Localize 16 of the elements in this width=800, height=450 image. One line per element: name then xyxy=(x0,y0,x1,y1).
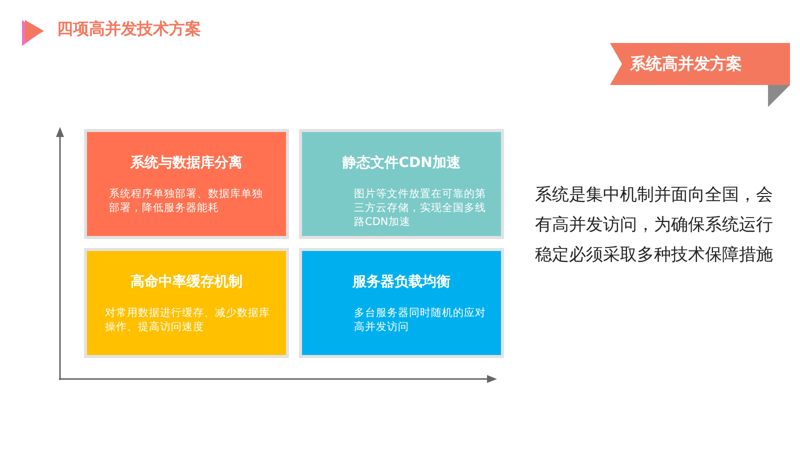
card-box xyxy=(84,129,289,239)
banner-text: 系统高并发方案 xyxy=(630,54,742,75)
card-box xyxy=(84,248,289,358)
card-description: 多台服务器同时随机的应对高并发访问 xyxy=(354,306,487,334)
card-description: 系统程序单独部署、数据库单独部署，降低服务器能耗 xyxy=(109,187,264,215)
card-box xyxy=(299,248,504,358)
card-heading: 系统与数据库分离 xyxy=(130,154,244,172)
card-description: 对常用数据进行缓存、减少数据库操作、提高访问速度 xyxy=(105,306,271,334)
card-heading: 服务器负载均衡 xyxy=(351,273,452,291)
card-box xyxy=(299,129,504,239)
ribbon-banner xyxy=(610,43,790,85)
card-description: 图片等文件放置在可靠的第三方云存储，实现全国多线路CDN加速 xyxy=(354,187,487,229)
paragraph: 系统是集中机制并面向全国，会有高并发访问，为确保系统运行稳定必须采取多种技术保障措施 xyxy=(535,184,773,267)
card-heading: 静态文件CDN加速 xyxy=(341,154,462,172)
title: 四项高并发技术方案 xyxy=(57,19,201,40)
card-heading: 高命中率缓存机制 xyxy=(130,273,244,291)
